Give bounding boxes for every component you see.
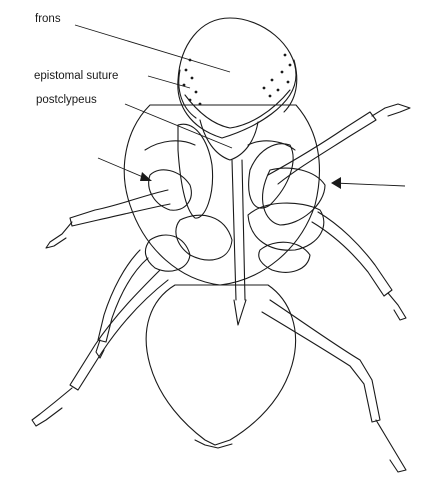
left-fore-leg — [70, 190, 170, 226]
rostrum — [232, 160, 245, 300]
right-arrow-shaft — [334, 183, 405, 186]
abdomen — [146, 285, 295, 445]
left-coxa-3 — [145, 235, 190, 271]
right-fore-leg — [268, 112, 376, 184]
right-arrow-head — [331, 177, 341, 189]
thorax — [124, 105, 319, 285]
right-hind-leg — [262, 300, 380, 422]
left-hind-leg — [70, 270, 168, 390]
head — [178, 18, 296, 138]
epistomal-suture-label: epistomal suture — [34, 70, 118, 82]
frons-leader — [75, 25, 230, 72]
left-femur-2 — [176, 215, 232, 260]
epistomal-suture-leader — [148, 76, 190, 88]
right-fore-coxa — [263, 168, 325, 225]
frons-stippling — [183, 54, 292, 106]
postclypeus-label: postclypeus — [36, 94, 97, 106]
left-mid-leg — [98, 250, 148, 342]
right-femur-1 — [249, 144, 293, 208]
frons-label: frons — [35, 13, 61, 25]
left-arrow-head — [140, 172, 152, 181]
